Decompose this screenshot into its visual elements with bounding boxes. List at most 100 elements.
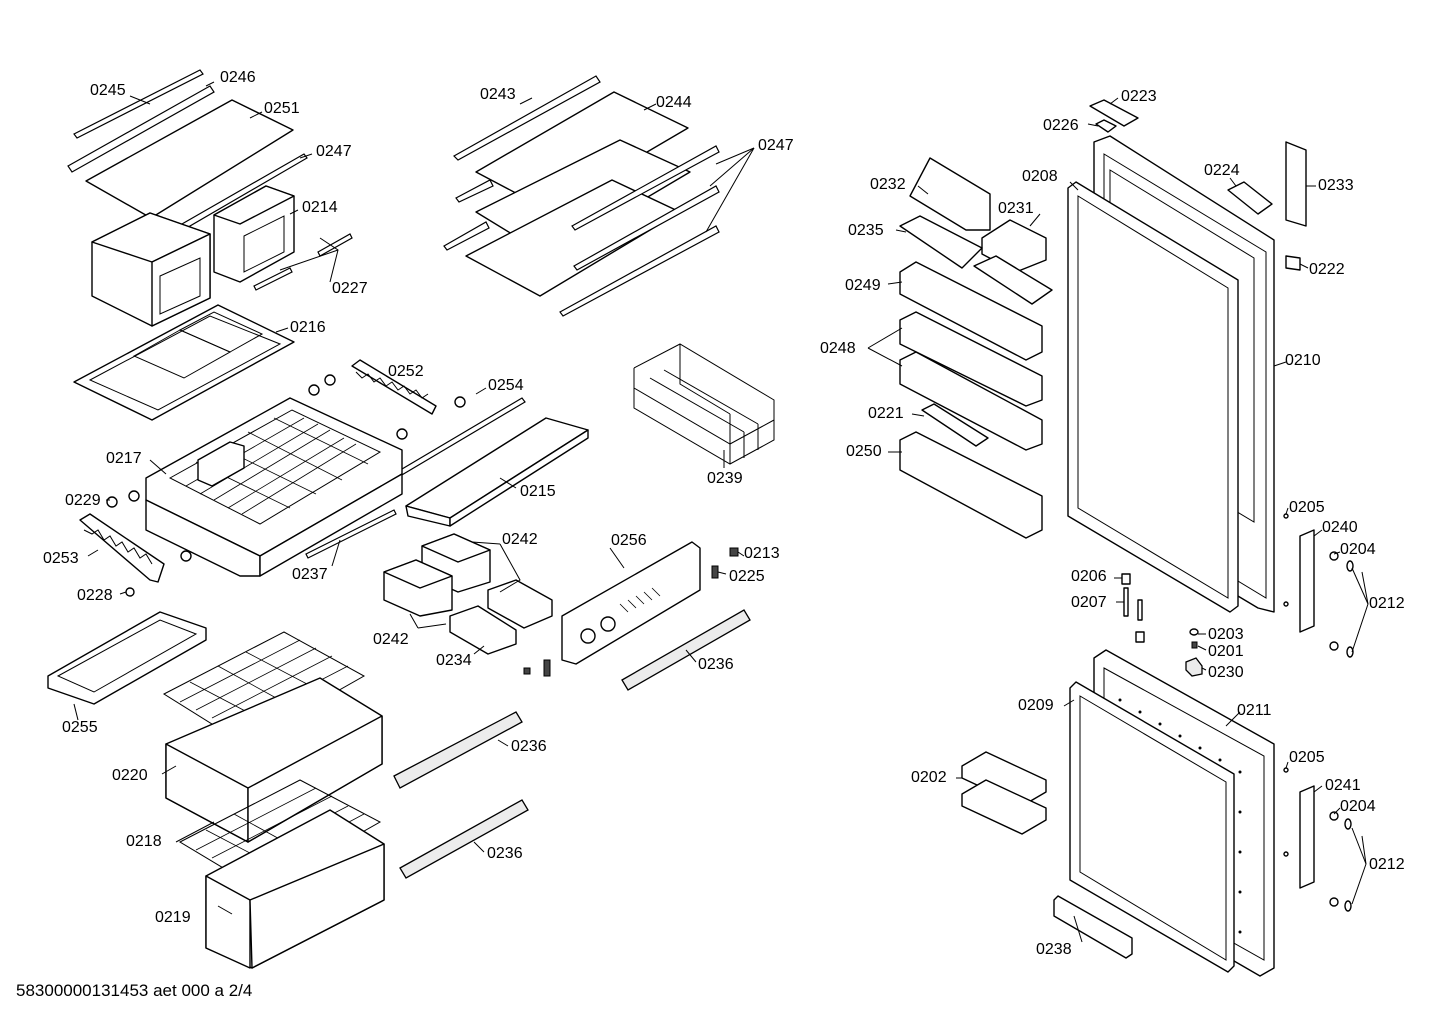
callout-0236-b: 0236	[511, 738, 547, 755]
part-0219-drawer	[178, 779, 385, 969]
part-0240-handle	[1299, 529, 1315, 633]
callout-0206: 0206	[1071, 568, 1107, 585]
part-0255-tray	[47, 611, 207, 705]
callout-0211: 0211	[1237, 702, 1272, 719]
part-screws	[1283, 513, 1354, 912]
callout-0247: 0247	[316, 143, 352, 160]
part-0202-ice-packs	[961, 751, 1047, 835]
part-0232-cover	[909, 157, 991, 231]
part-0235-egg-trays	[899, 215, 1053, 305]
callout-0252: 0252	[388, 363, 424, 380]
callout-0205-upper: 0205	[1289, 499, 1325, 516]
callout-0251: 0251	[264, 100, 300, 117]
callout-0204-upper: 0204	[1340, 541, 1376, 558]
callout-0255: 0255	[62, 719, 98, 736]
part-0236-rail-b	[393, 711, 523, 789]
part-0237-rod	[305, 509, 397, 559]
part-0253-toothed-rail	[79, 513, 165, 583]
callout-0213: 0213	[744, 545, 780, 562]
callout-0227: 0227	[332, 280, 368, 297]
leader-lines	[73, 81, 1369, 943]
callout-0243: 0243	[480, 86, 516, 103]
callout-0204-lower: 0204	[1340, 798, 1376, 815]
callout-0223: 0223	[1121, 88, 1157, 105]
part-0239-wire-holder	[633, 343, 775, 465]
part-0215-front-cover	[405, 417, 589, 527]
part-0206-0207-hardware	[1121, 573, 1145, 643]
part-0251-glass-shelf	[85, 99, 294, 219]
callout-0241: 0241	[1325, 777, 1361, 794]
part-0209-gasket	[1069, 681, 1235, 973]
callout-0235: 0235	[848, 222, 884, 239]
callout-0220: 0220	[112, 767, 148, 784]
part-0214-storage-boxes	[91, 185, 295, 327]
callout-0203: 0203	[1208, 626, 1244, 643]
callout-0242-lower: 0242	[373, 631, 409, 648]
callout-0218: 0218	[126, 833, 162, 850]
part-0238-strip	[1053, 895, 1133, 959]
callout-0232: 0232	[870, 176, 906, 193]
callout-0250: 0250	[846, 443, 882, 460]
callout-0212-upper: 0212	[1369, 595, 1405, 612]
callout-0236-c: 0236	[487, 845, 523, 862]
callout-labels: 0245 0246 0251 0247 0214 0227 0216 0252 …	[43, 69, 1405, 958]
part-0203-0201-0230-hardware	[1185, 628, 1203, 677]
callout-0253: 0253	[43, 550, 79, 567]
part-0208-gasket	[1067, 181, 1239, 613]
callout-0242-upper: 0242	[502, 531, 538, 548]
document-code: 58300000131453 aet 000 a 2/4	[16, 981, 253, 1000]
callout-0212-lower: 0212	[1369, 856, 1405, 873]
part-0217-crisper-tray	[145, 397, 403, 577]
callout-0254: 0254	[488, 377, 524, 394]
callout-0246: 0246	[220, 69, 256, 86]
part-0248-door-bins	[899, 311, 1043, 451]
callout-0240: 0240	[1322, 519, 1358, 536]
part-0227-rods	[253, 233, 353, 291]
part-0250-door-bin	[899, 431, 1043, 539]
part-0243-rail	[453, 75, 601, 161]
part-0241-handle	[1299, 785, 1315, 889]
callout-0205-lower: 0205	[1289, 749, 1325, 766]
part-0252-toothed-rail	[351, 359, 437, 415]
callout-0247-right: 0247	[758, 137, 794, 154]
callout-0221: 0221	[868, 405, 904, 422]
part-0223-hinge-cover	[1089, 99, 1139, 127]
callout-0207: 0207	[1071, 594, 1107, 611]
callout-0236-a: 0236	[698, 656, 734, 673]
part-0242-containers	[383, 533, 553, 655]
callout-0238: 0238	[1036, 941, 1072, 958]
callout-0215: 0215	[520, 483, 556, 500]
callout-0209: 0209	[1018, 697, 1054, 714]
part-0247-rails-right	[443, 145, 720, 317]
callout-0225: 0225	[729, 568, 765, 585]
callout-0217: 0217	[106, 450, 142, 467]
part-0236-rail-c	[399, 799, 529, 879]
callout-0202: 0202	[911, 769, 947, 786]
callout-0234: 0234	[436, 652, 472, 669]
callout-0237: 0237	[292, 566, 328, 583]
callout-0230: 0230	[1208, 664, 1244, 681]
part-0246-rail	[67, 85, 215, 173]
callout-0208: 0208	[1022, 168, 1058, 185]
callout-0229: 0229	[65, 492, 101, 509]
callout-0224: 0224	[1204, 162, 1240, 179]
callout-0233: 0233	[1318, 177, 1354, 194]
callout-0248: 0248	[820, 340, 856, 357]
callout-0228: 0228	[77, 587, 113, 604]
part-0220-drawer	[162, 631, 383, 843]
part-0226-clip	[1095, 119, 1117, 133]
part-0245-rail	[73, 69, 204, 139]
part-0221-grill	[921, 403, 989, 447]
callout-0222: 0222	[1309, 261, 1345, 278]
part-0222-cap	[1285, 255, 1301, 271]
part-0216-drawer-cover	[73, 304, 295, 421]
callout-0226: 0226	[1043, 117, 1079, 134]
callout-0219: 0219	[155, 909, 191, 926]
callout-0249: 0249	[845, 277, 881, 294]
callout-0231: 0231	[998, 200, 1034, 217]
part-0244-glass-shelves	[465, 91, 691, 297]
callout-0201: 0201	[1208, 643, 1244, 660]
part-0256-front-panel	[561, 541, 701, 665]
part-0224-cover	[1227, 181, 1273, 215]
